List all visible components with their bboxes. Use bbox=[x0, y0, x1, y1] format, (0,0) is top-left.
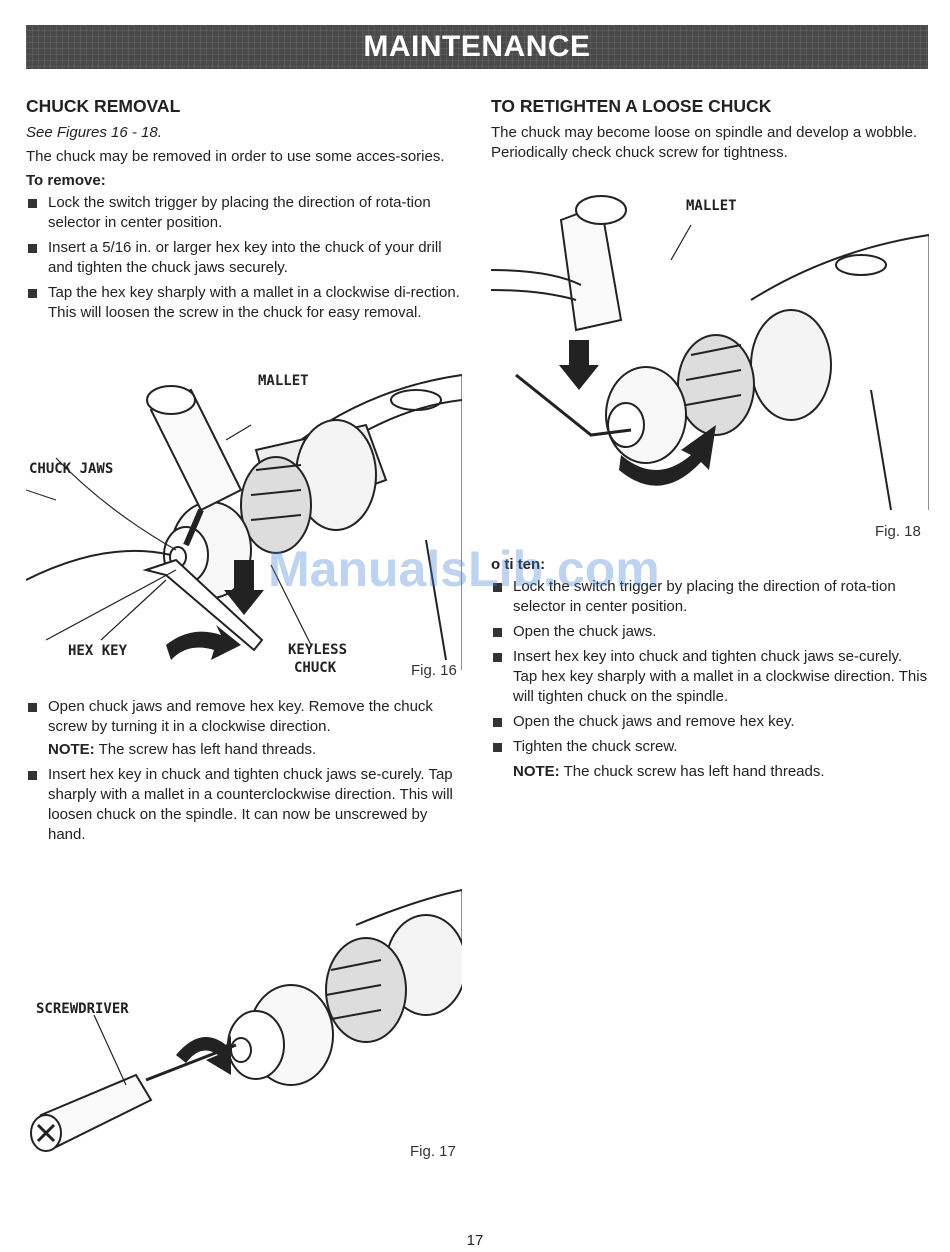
list-item: Open the chuck jaws and remove hex key. bbox=[491, 712, 929, 732]
intro-text: The chuck may be removed in order to use… bbox=[26, 148, 445, 165]
remove-steps-list: Lock the switch trigger by placing the d… bbox=[26, 193, 462, 323]
bullet-icon bbox=[28, 244, 37, 253]
see-figures-text: See Figures 16 - 18. bbox=[26, 124, 162, 141]
figure-16: MALLET CHUCK JAWS HEX KEY KEYLESS CHUCK … bbox=[26, 370, 462, 690]
remove-steps-list-2: Open chuck jaws and remove hex key. Remo… bbox=[26, 697, 462, 737]
fig16-caption: Fig. 16 bbox=[411, 662, 457, 679]
retighten-intro: The chuck may become loose on spindle an… bbox=[491, 124, 918, 161]
keyless-label-line2: CHUCK bbox=[294, 660, 337, 676]
figure-17: SCREWDRIVER Fig. 17 bbox=[26, 885, 462, 1165]
bullet-icon bbox=[493, 743, 502, 752]
keyless-label-line1: KEYLESS bbox=[288, 642, 348, 658]
to-remove-subhead: To remove: bbox=[26, 172, 106, 189]
to-tighten-subhead: o ti ten: bbox=[491, 556, 546, 573]
list-item: Tighten the chuck screw. bbox=[491, 737, 929, 757]
section-banner: MAINTENANCE bbox=[26, 25, 928, 69]
bullet-icon bbox=[28, 771, 37, 780]
tighten-steps-list: Lock the switch trigger by placing the d… bbox=[491, 577, 929, 757]
figure-18: MALLET Fig. 18 bbox=[491, 180, 929, 545]
fig18-caption: Fig. 18 bbox=[875, 523, 921, 540]
bullet-icon bbox=[493, 583, 502, 592]
fig17-caption: Fig. 17 bbox=[410, 1143, 456, 1160]
list-item: Insert a 5/16 in. or larger hex key into… bbox=[26, 238, 462, 278]
left-column-lower: Open chuck jaws and remove hex key. Remo… bbox=[26, 697, 462, 850]
mallet-label: MALLET bbox=[686, 198, 737, 214]
bullet-icon bbox=[28, 199, 37, 208]
right-column: TO RETIGHTEN A LOOSE CHUCK The chuck may… bbox=[491, 96, 929, 163]
left-column: CHUCK REMOVAL See Figures 16 - 18. The c… bbox=[26, 96, 462, 328]
retighten-heading: TO RETIGHTEN A LOOSE CHUCK bbox=[491, 96, 772, 116]
note-left-hand-threads: NOTE: The screw has left hand threads. bbox=[48, 741, 317, 758]
list-item: Open chuck jaws and remove hex key. Remo… bbox=[26, 697, 462, 737]
chuck-removal-heading: CHUCK REMOVAL bbox=[26, 96, 181, 116]
drill-retighten-illustration bbox=[491, 195, 929, 511]
page-number: 17 bbox=[466, 1232, 484, 1249]
chuck-jaws-label: CHUCK JAWS bbox=[29, 461, 114, 477]
list-item: Open the chuck jaws. bbox=[491, 622, 929, 642]
drill-screwdriver-illustration bbox=[30, 889, 462, 1152]
hex-key-label: HEX KEY bbox=[68, 643, 128, 659]
note-chuck-screw: NOTE: The chuck screw has left hand thre… bbox=[513, 763, 825, 780]
list-item: Lock the switch trigger by placing the d… bbox=[26, 193, 462, 233]
list-item: Lock the switch trigger by placing the d… bbox=[491, 577, 929, 617]
bullet-icon bbox=[28, 703, 37, 712]
bullet-icon bbox=[493, 653, 502, 662]
watermark: ManualsLib.com bbox=[268, 541, 660, 597]
list-item: Insert hex key into chuck and tighten ch… bbox=[491, 647, 929, 707]
right-column-lower: o ti ten: Lock the switch trigger by pla… bbox=[491, 555, 929, 787]
bullet-icon bbox=[28, 289, 37, 298]
remove-steps-list-3: Insert hex key in chuck and tighten chuc… bbox=[26, 765, 462, 845]
drill-mallet-illustration bbox=[26, 374, 462, 670]
banner-title: MAINTENANCE bbox=[363, 30, 591, 63]
list-item: Tap the hex key sharply with a mallet in… bbox=[26, 283, 462, 323]
bullet-icon bbox=[493, 718, 502, 727]
mallet-label: MALLET bbox=[258, 373, 309, 389]
screwdriver-label: SCREWDRIVER bbox=[36, 1001, 129, 1017]
list-item: Insert hex key in chuck and tighten chuc… bbox=[26, 765, 462, 845]
bullet-icon bbox=[493, 628, 502, 637]
